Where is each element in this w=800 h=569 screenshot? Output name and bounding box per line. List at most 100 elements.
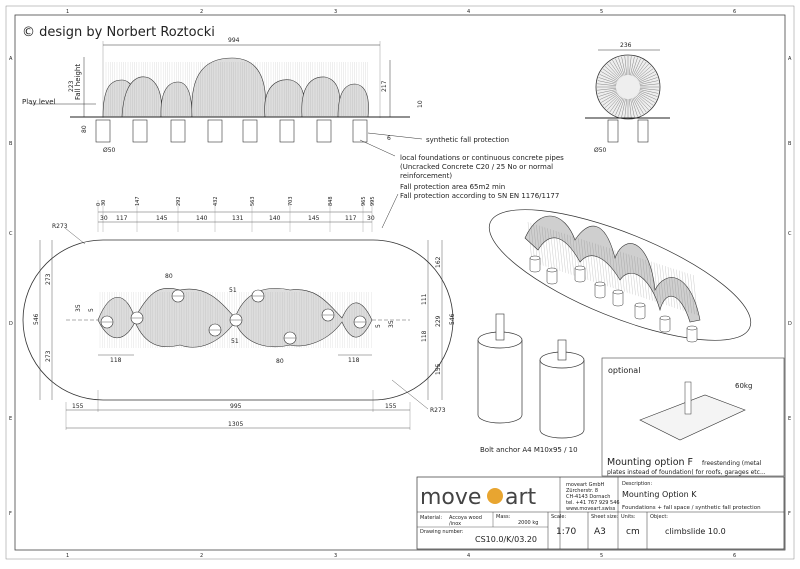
units: cm	[626, 527, 640, 537]
dim-217: 217	[381, 80, 388, 92]
material2: /inox	[449, 521, 461, 527]
grid-col-top: 4	[467, 9, 470, 15]
mount-desc-1: freestending (metal	[702, 460, 762, 467]
synthetic-label: synthetic fall protection	[426, 136, 509, 144]
inner-35-right: 35	[388, 320, 395, 328]
grid-row-right: B	[788, 141, 792, 147]
inner-51-bottom: 51	[231, 338, 239, 345]
side-hatching	[597, 56, 659, 118]
inner-51-top: 51	[229, 287, 237, 294]
left-dim-1: 273	[45, 273, 52, 285]
mass-label: Mass:	[496, 514, 511, 520]
top-tick-label: 432	[213, 196, 219, 206]
inner-118-left: 118	[110, 357, 122, 364]
perspective-post	[574, 268, 586, 283]
grid-col-bottom: 3	[334, 553, 337, 559]
grid-row-left: C	[9, 231, 13, 237]
top-tick-label: 292	[176, 196, 182, 206]
grid-col-bottom: 2	[200, 553, 203, 559]
subdescription: Foundations + fall space / synthetic fal…	[622, 505, 761, 511]
logo-mark	[487, 488, 503, 504]
r273-top: R273	[52, 223, 68, 230]
sheet-label: Sheet size:	[591, 514, 619, 520]
footing	[170, 119, 186, 143]
grid-col-top: 1	[66, 9, 69, 15]
copyright: © design by Norbert Roztocki	[22, 25, 215, 40]
side-loop	[595, 54, 661, 120]
frame-inner	[14, 14, 786, 551]
footing	[132, 119, 148, 143]
footing	[352, 119, 368, 143]
top-tick-label: 995	[370, 196, 376, 206]
segment-label: 30	[100, 215, 108, 222]
title-block: move art moveart GmbH Zürcherstr. 8 CH-4…	[416, 476, 785, 550]
grid-row-left: E	[9, 416, 12, 422]
optional-title: optional	[608, 366, 640, 375]
company-1: moveart GmbH	[566, 482, 605, 488]
grid-row-right: F	[788, 511, 791, 517]
left-dim-2: 546	[33, 313, 40, 325]
scale-label: Scale:	[551, 514, 566, 520]
inner-5-right: 5	[375, 324, 382, 328]
mount-desc-2: plates instead of foundation( for roofs,…	[607, 469, 766, 476]
right-dim-546: 546	[449, 313, 456, 325]
perspective-post	[546, 270, 558, 285]
segment-label: 131	[232, 215, 244, 222]
bottom-995: 995	[230, 403, 242, 410]
foundation-note-1: local foundations or continuous concrete…	[400, 154, 564, 162]
foundation-note-3: reinforcement)	[400, 172, 452, 180]
sculpture-hatching	[105, 62, 368, 116]
bottom-155-left: 155	[72, 403, 84, 410]
r273-bottom: R273	[430, 407, 446, 414]
drawing-label: Drawing number:	[420, 529, 464, 535]
top-tick-label: 30	[101, 200, 107, 206]
logo-move: move	[420, 485, 481, 510]
side-view: 236 Ø50	[585, 42, 670, 154]
object: climbslide 10.0	[665, 527, 726, 536]
right-dim-118: 118	[421, 330, 428, 342]
elevation-footings	[95, 119, 368, 143]
fall-height-label: Fall height	[74, 64, 82, 100]
grid-row-left: A	[9, 56, 13, 62]
inner-80-bottom: 80	[276, 358, 284, 365]
grid-row-left: D	[9, 321, 13, 327]
top-tick-label: 147	[135, 196, 141, 206]
play-level-label: Play level	[22, 98, 56, 106]
drawing-number: CS10.0/K/03.20	[475, 535, 537, 544]
inner-5-left: 5	[88, 308, 95, 312]
material: Accoya wood	[449, 515, 482, 521]
segment-label: 117	[116, 215, 128, 222]
footing	[279, 119, 295, 143]
grid-row-right: E	[788, 416, 791, 422]
inner-118-right: 118	[348, 357, 360, 364]
plan-posts	[100, 289, 367, 345]
object-label: Object:	[650, 514, 668, 520]
right-dim-229: 229	[435, 315, 442, 327]
bolt-anchor-drawings	[477, 313, 585, 439]
description-label: Description:	[622, 481, 652, 487]
grid-row-right: C	[788, 231, 792, 237]
segment-label: 140	[196, 215, 208, 222]
company-3: CH-4143 Dornach	[566, 494, 610, 500]
top-tick-label: 563	[250, 196, 256, 206]
grid-row-right: D	[788, 321, 792, 327]
footing	[316, 119, 332, 143]
sheet: A3	[594, 527, 606, 537]
diam-side: Ø50	[594, 147, 607, 154]
grid-row-right: A	[788, 56, 792, 62]
mount-plate	[639, 394, 746, 441]
top-tick-label: 0	[96, 203, 102, 206]
footing	[242, 119, 258, 143]
dim-236: 236	[620, 42, 632, 49]
bolt-anchor-label: Bolt anchor A4 M10x95 / 10	[480, 446, 578, 454]
perspective-posts	[529, 255, 698, 343]
dim-6: 6	[387, 135, 391, 142]
company-2: Zürcherstr. 8	[566, 488, 598, 494]
foundation-note-2: (Uncracked Concrete C20 / 25 No or norma…	[400, 163, 553, 171]
grid-col-bottom: 5	[600, 553, 603, 559]
segment-label: 30	[367, 215, 375, 222]
mass: 2000 kg	[518, 520, 538, 526]
